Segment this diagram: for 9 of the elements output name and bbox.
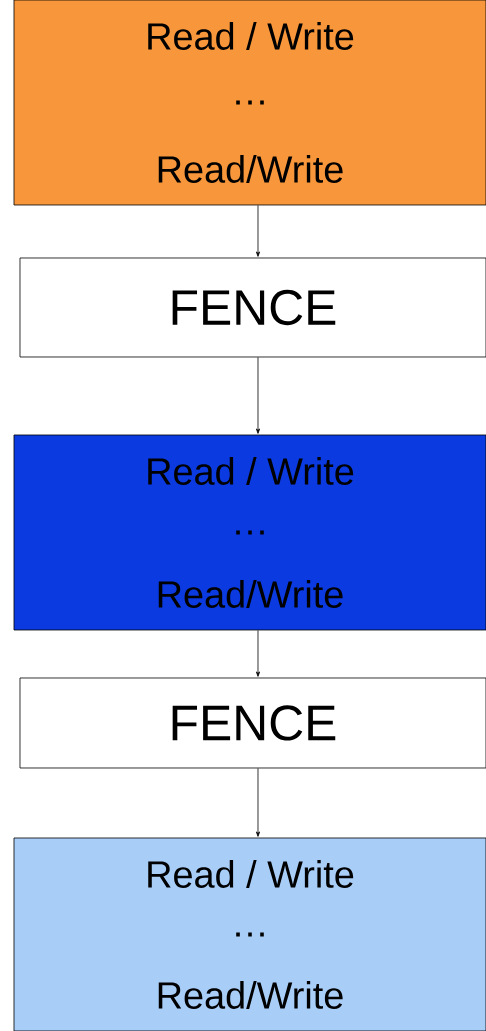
arrow [256,630,260,677]
process-box: Read / Write … Read/Write [13,0,486,206]
arrow [256,768,260,837]
process-box: FENCE [19,677,486,769]
arrow [256,205,260,257]
arrow [256,357,260,434]
process-box: FENCE [19,257,486,358]
process-box: Read / Write … Read/Write [13,837,486,1031]
process-box: Read / Write … Read/Write [13,434,486,631]
